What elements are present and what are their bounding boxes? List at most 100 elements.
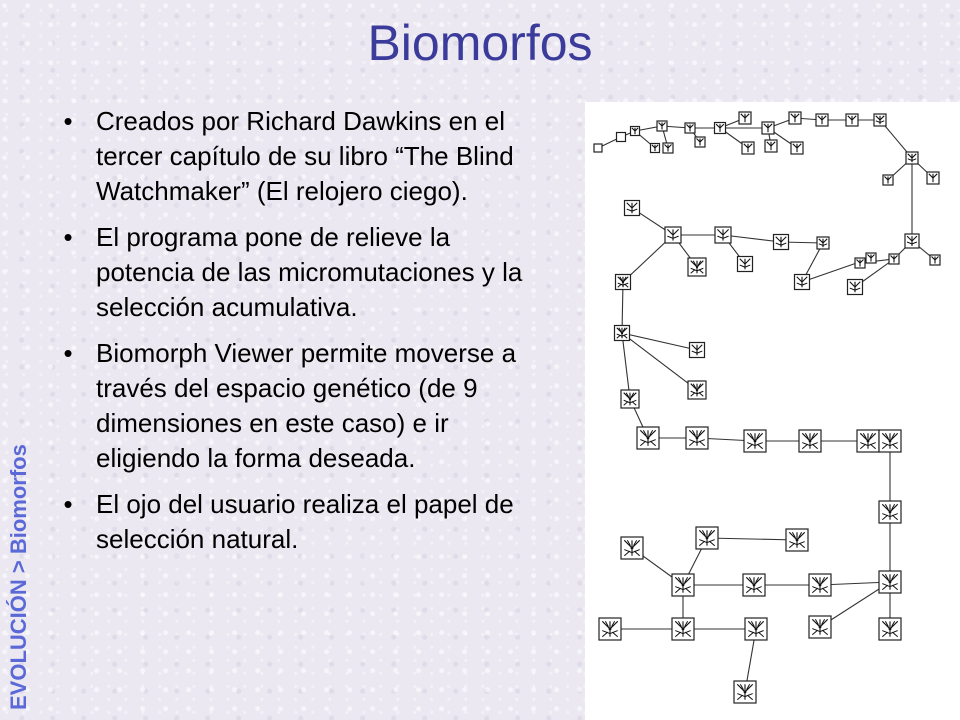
biomorph-core [705, 536, 709, 540]
biomorph-branch [717, 229, 729, 236]
biomorph-branch [699, 539, 715, 544]
biomorph-branch [796, 282, 808, 286]
biomorph-branch [651, 144, 659, 149]
biomorph-branch [616, 327, 628, 339]
breadcrumb-side-label: EVOLUCIÓN > Biomorfos [6, 444, 31, 710]
biomorph-branch [812, 586, 828, 591]
biomorph-branch [686, 124, 694, 129]
biomorph-branch [736, 684, 754, 701]
lineage-line [621, 332, 698, 391]
biomorph-core [630, 546, 634, 550]
biomorph-branch [811, 619, 829, 636]
lineage-line [819, 581, 891, 628]
biomorph-branch [907, 153, 917, 159]
biomorph-core [818, 583, 822, 587]
biomorph-branch [906, 241, 918, 245]
bullet-dot-icon: • [63, 338, 73, 368]
biomorph-branch [739, 258, 751, 265]
biomorph-branch [745, 577, 763, 594]
biomorph-branch [882, 630, 898, 635]
biomorph-core [888, 580, 892, 584]
biomorph-branch [818, 238, 828, 244]
biomorph-branch [667, 235, 679, 239]
bullet-dot-icon: • [63, 106, 73, 136]
biomorph-branch [884, 176, 892, 181]
biomorph-core [695, 265, 699, 269]
biomorph-branch [882, 513, 898, 518]
biomorph-branch [875, 115, 885, 121]
biomorph-core [818, 625, 822, 629]
biomorph-branch [789, 541, 805, 546]
biomorph-branch [796, 276, 808, 283]
biomorph-branch [746, 433, 764, 450]
bullet-text: Creados por Richard Dawkins en el tercer… [96, 106, 514, 206]
biomorph-branch [601, 621, 619, 638]
bullet-text: El ojo del usuario realiza el papel de s… [96, 489, 514, 554]
biomorph-branch [802, 442, 818, 447]
bullet-dot-icon: • [63, 222, 73, 252]
biomorph-branch [674, 621, 692, 638]
biomorph-branch [617, 282, 629, 286]
biomorph-branch [626, 208, 638, 212]
biomorph-branch [860, 442, 876, 447]
bullet-item: • Creados por Richard Dawkins en el terc… [58, 104, 538, 209]
biomorph-branch [907, 158, 917, 162]
biomorph-branch [906, 235, 918, 242]
bullet-text: El programa pone de relieve la potencia … [96, 222, 523, 322]
biomorph-branch [715, 123, 725, 129]
biomorph-branch [689, 439, 705, 444]
biomorph-branch [691, 350, 703, 354]
biomorph-core [752, 583, 756, 587]
biomorph-core [646, 436, 650, 440]
biomorph-branch [881, 433, 899, 450]
biomorph-branch [747, 442, 763, 447]
biomorph-core [888, 439, 892, 443]
biomorph-branch [624, 549, 640, 554]
biomorph-branch [698, 530, 716, 547]
biomorph-branch [811, 577, 829, 594]
biomorph-branch [658, 122, 666, 127]
biomorph-branch [690, 390, 704, 395]
bullet-item: • El ojo del usuario realiza el papel de… [58, 487, 538, 557]
biomorph-core [695, 436, 699, 440]
biomorph-branch [640, 439, 656, 444]
biomorph-branch [737, 693, 753, 698]
slide-title: Biomorfos [367, 15, 593, 71]
biomorph-branch [790, 113, 800, 119]
biomorph-branch [875, 120, 885, 124]
biomorph-branch [674, 577, 692, 594]
biomorph-branch [623, 399, 637, 404]
biomorph-branch [664, 144, 672, 149]
biomorph-branch [631, 127, 639, 132]
biomorph-branch [847, 115, 857, 121]
biomorph-core [888, 510, 892, 514]
bullet-item: • El programa pone de relieve la potenci… [58, 220, 538, 325]
biomorph-branch [859, 433, 877, 450]
biomorph-core [888, 627, 892, 631]
lineage-line [706, 537, 798, 541]
biomorph-branch [690, 260, 704, 274]
biomorph-branch [617, 276, 629, 288]
biomorph-branch [688, 430, 706, 447]
biomorph-tree-diagram [593, 111, 941, 704]
biomorph-branch [775, 242, 787, 246]
biomorph-branch [817, 115, 827, 121]
bullet-item: • Biomorph Viewer permite moverse a trav… [58, 336, 538, 476]
biomorph-branch [696, 138, 704, 143]
biomorph-branch [867, 254, 875, 259]
biomorph-branch [616, 333, 628, 337]
biomorph-branch [812, 628, 828, 633]
biomorph-branch [675, 630, 691, 635]
biomorph-branch [775, 236, 787, 243]
biomorph-branch [746, 586, 762, 591]
biomorph-branch [849, 281, 861, 288]
biomorph-core [808, 439, 812, 443]
biomorph-branch [849, 287, 861, 291]
biomorph-core [620, 331, 624, 335]
lineage-line [819, 581, 891, 586]
biomorph-branch [890, 255, 898, 260]
biomorph-core [628, 397, 632, 401]
bullet-list: • Creados por Richard Dawkins en el terc… [58, 104, 538, 568]
biomorph-box [615, 131, 627, 143]
biomorph-branch [931, 256, 939, 261]
